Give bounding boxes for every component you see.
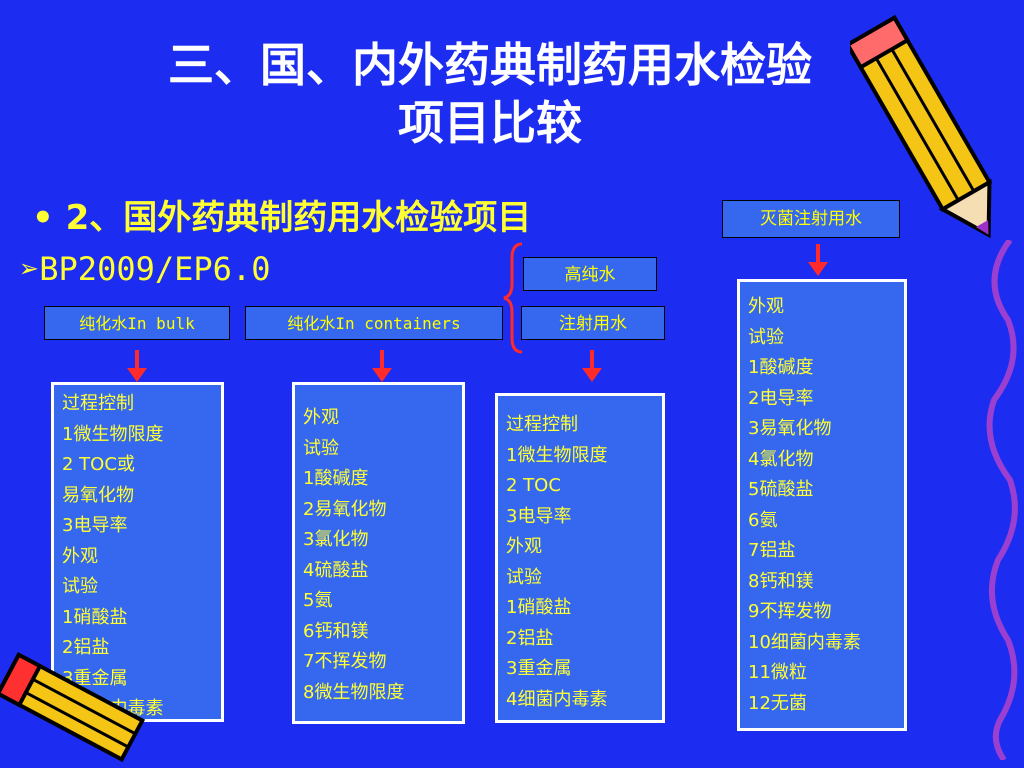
list-item: 1酸碱度	[303, 468, 369, 489]
list-item: 4硫酸盐	[303, 559, 369, 581]
list-item: 3重金属	[506, 658, 572, 679]
bullet-heading: • 2、国外药典制药用水检验项目	[32, 190, 531, 239]
list-item: 试验	[748, 326, 784, 348]
sub-heading: ➢BP2009/EP6.0	[20, 250, 270, 288]
list-item: 4细菌内毒素	[506, 688, 608, 710]
page-title: 三、国、内外药典制药用水检验 项目比较	[60, 36, 920, 152]
label-injection: 注射用水	[521, 306, 665, 340]
down-arrow-icon	[372, 350, 392, 382]
wavy-line-icon	[986, 240, 1018, 760]
list-item: 易氧化物	[62, 484, 134, 506]
list-item: 2铝盐	[506, 627, 554, 649]
list-item: 12无菌	[748, 692, 807, 714]
label-sterile-injection: 灭菌注射用水	[722, 200, 900, 238]
curly-brace-icon	[503, 242, 523, 354]
pencil-icon	[850, 15, 993, 239]
list-item: 8微生物限度	[303, 681, 405, 703]
list-item: 3氯化物	[303, 529, 369, 550]
down-arrow-icon	[127, 350, 147, 382]
list-item: 2铝盐	[62, 637, 110, 658]
box-injection-items: 过程控制 1微生物限度 2 TOC 3电导率外观试验 1硝酸盐 2铝盐 3重金属 4细菌内毒素	[495, 393, 665, 723]
list-item: 3重金属	[62, 667, 128, 689]
list-item: 2 TOC	[506, 475, 561, 496]
list-item: 8钙和镁	[748, 570, 814, 592]
list-item: 外观	[506, 536, 542, 557]
list-item: 1微生物限度	[62, 423, 164, 445]
list-item: 10细菌内毒素	[748, 631, 861, 653]
list-item: 3易氧化物	[748, 418, 832, 439]
list-item: 1硝酸盐	[62, 606, 128, 628]
list-item: 3电导率	[506, 505, 572, 527]
list-item: 试验	[506, 566, 542, 588]
down-arrow-icon	[808, 244, 828, 276]
list-item: 6氨	[748, 509, 778, 531]
list-item: 外观	[303, 407, 339, 428]
list-item: 外观	[62, 545, 98, 567]
list-item: 1硝酸盐	[506, 597, 572, 618]
label-bulk: 纯化水In bulk	[44, 306, 230, 340]
box-containers-items: 外观试验 1酸碱度 2易氧化物 3氯化物 4硫酸盐 5氨 6钙和镁 7不挥发物 8微生物限度	[292, 382, 465, 724]
bullet-marker: •	[32, 198, 54, 238]
label-containers: 纯化水In containers	[245, 306, 503, 340]
list-item: 7不挥发物	[303, 651, 387, 672]
title-line-1: 三、国、内外药典制药用水检验	[168, 38, 812, 92]
sub-heading-text: BP2009/EP6.0	[39, 250, 271, 288]
list-item: 3电导率	[62, 515, 128, 536]
down-arrow-icon	[582, 350, 602, 382]
list-item: 11微粒	[748, 662, 807, 683]
list-item: 试验	[62, 576, 98, 597]
box-sterile-injection-items: 外观试验 1酸碱度 2电导率 3易氧化物 4氯化物 5硫酸盐 6氨 7铝盐 8钙和镁 9不挥发物 1…	[737, 279, 907, 731]
list-item: 过程控制	[506, 414, 578, 435]
list-item: 5氨	[303, 590, 333, 611]
title-line-2: 项目比较	[398, 96, 582, 150]
list-item: 9不挥发物	[748, 601, 832, 622]
list-item: 试验	[303, 437, 339, 459]
list-item: 6钙和镁	[303, 620, 369, 642]
bullet-text: 2、国外药典制药用水检验项目	[65, 198, 532, 238]
label-high-purity: 高纯水	[523, 257, 657, 291]
list-item: 2电导率	[748, 387, 814, 409]
list-item: 1微生物限度	[506, 444, 608, 466]
list-item: 5硫酸盐	[748, 479, 814, 500]
list-item: 过程控制	[62, 393, 134, 414]
list-item: 2 TOC或	[62, 454, 135, 475]
list-item: 7铝盐	[748, 540, 796, 561]
list-item: 1酸碱度	[748, 357, 814, 378]
list-item: 2易氧化物	[303, 498, 387, 520]
list-item: 4氯化物	[748, 448, 814, 470]
list-item: 外观	[748, 296, 784, 317]
pencil-icon	[0, 652, 146, 763]
arrow-marker-icon: ➢	[20, 250, 40, 288]
